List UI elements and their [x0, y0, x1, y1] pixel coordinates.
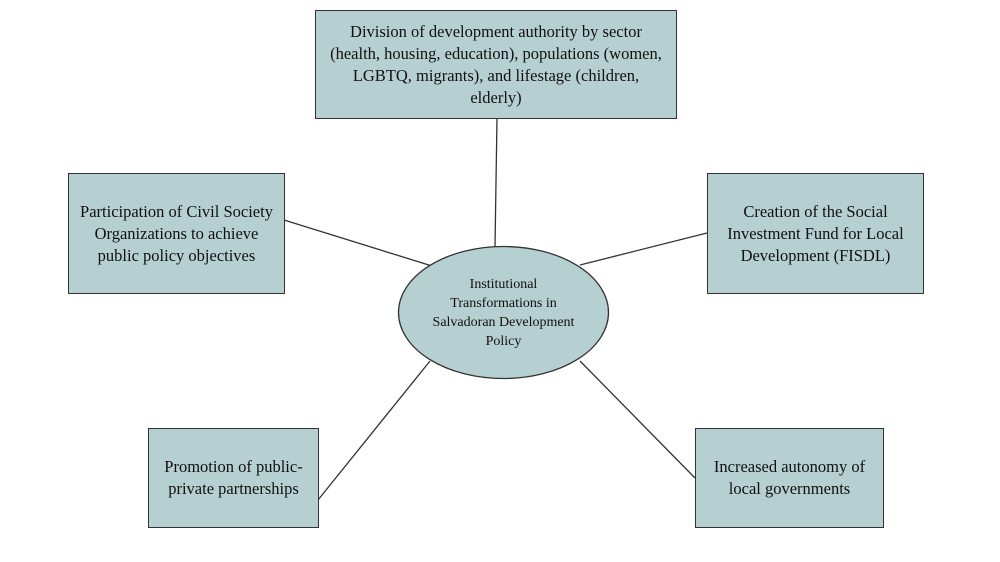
- connector-left: [283, 219, 433, 267]
- connector-bottom-right: [579, 360, 696, 479]
- connector-bottom-left: [317, 360, 431, 501]
- connector-top: [494, 117, 498, 248]
- center-node-label: Institutional Transformations in Salvado…: [432, 276, 575, 349]
- node-division-of-authority: Division of development authority by sec…: [315, 10, 677, 119]
- center-ellipse: [397, 245, 610, 380]
- connector-right: [579, 232, 708, 266]
- node-public-private: Promotion of public-private partnerships: [148, 428, 319, 528]
- node-local-autonomy: Increased autonomy of local governments: [695, 428, 884, 528]
- node-fisdl: Creation of the Social Investment Fund f…: [707, 173, 924, 294]
- node-civil-society: Participation of Civil Society Organizat…: [68, 173, 285, 294]
